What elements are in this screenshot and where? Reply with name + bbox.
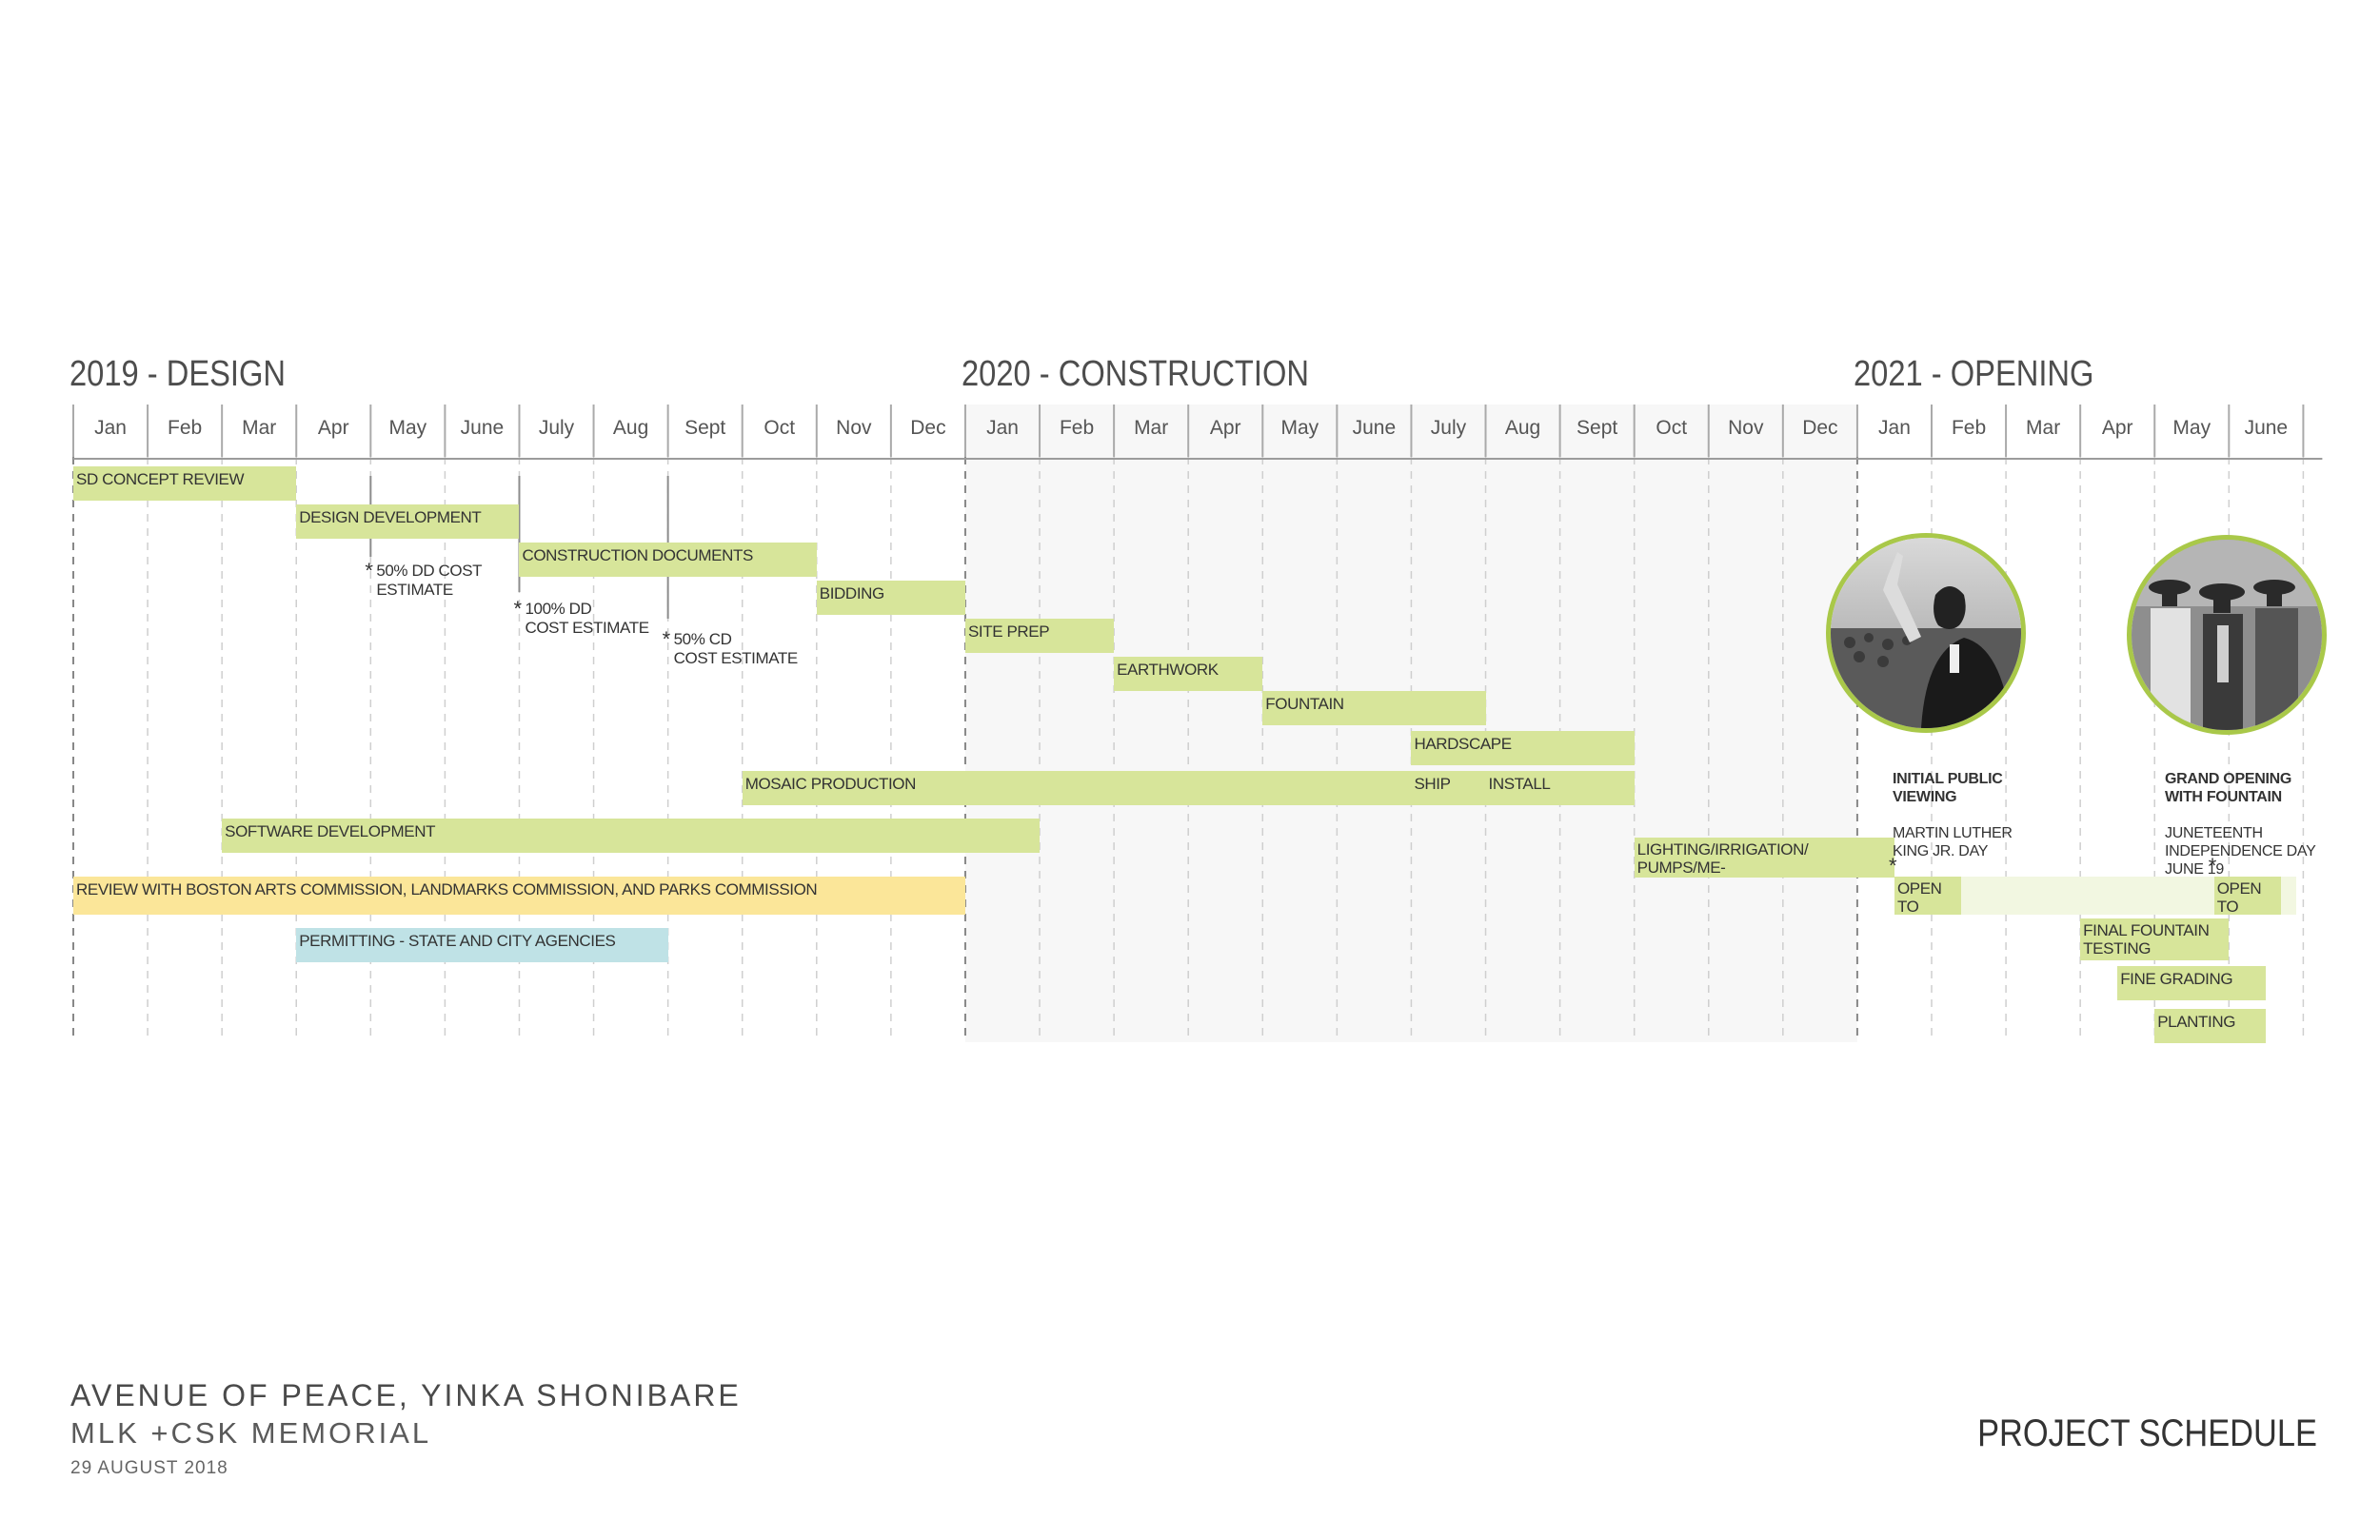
- month-label: Oct: [1656, 417, 1688, 439]
- task-bar: HARDSCAPE: [1411, 731, 1635, 765]
- timeline-grid: [72, 405, 2323, 1042]
- task-bar: MOSAIC PRODUCTION: [742, 771, 1412, 805]
- month-label: June: [460, 417, 505, 439]
- task-bar: OPEN TO PUBLIC: [2213, 877, 2281, 915]
- task-bar: LIGHTING/IRRIGATION/ PUMPS/ME- CHANICAL: [1634, 838, 1894, 878]
- task-bar: CONSTRUCTION DOCUMENTS: [519, 543, 817, 577]
- mlk-photo-icon: [1826, 533, 2026, 733]
- page-heading: PROJECT SCHEDULE: [1977, 1412, 2317, 1454]
- task-bar: BIDDING: [816, 581, 965, 615]
- month-label: Dec: [910, 417, 946, 439]
- milestone-star-icon: *: [2208, 854, 2217, 878]
- month-label: Aug: [1504, 417, 1541, 439]
- task-bar: PLANTING: [2154, 1009, 2267, 1043]
- month-label: Jan: [986, 417, 1019, 439]
- task-bar: SOFTWARE DEVELOPMENT: [222, 819, 1041, 853]
- month-label: Oct: [764, 417, 796, 439]
- milestone-star-icon: *: [662, 627, 671, 651]
- event-initial-public-viewing: INITIAL PUBLIC VIEWING MARTIN LUTHER KIN…: [1893, 752, 2013, 879]
- milestone-star-icon: *: [513, 597, 523, 621]
- task-bar: OPEN TO PUBLIC: [1894, 877, 1962, 915]
- event-detail: MARTIN LUTHER KING JR. DAY: [1893, 825, 2013, 859]
- month-label: Apr: [2101, 417, 2133, 439]
- year-label: 2019 - DESIGN: [69, 354, 287, 394]
- year-label: 2020 - CONSTRUCTION: [961, 354, 1309, 394]
- task-bar: FINAL FOUNTAIN TESTING: [2080, 918, 2230, 960]
- month-label: June: [2244, 417, 2289, 439]
- milestone-note: 50% DD COST ESTIMATE: [376, 562, 483, 599]
- month-label: Nov: [836, 417, 872, 439]
- event-title: INITIAL PUBLIC VIEWING: [1893, 771, 2003, 805]
- month-label: Apr: [317, 417, 349, 439]
- month-label: Mar: [1134, 417, 1169, 439]
- milestone-note: 50% CD COST ESTIMATE: [673, 630, 799, 667]
- event-detail: JUNETEENTH INDEPENDENCE DAY JUNE 19: [2165, 825, 2316, 878]
- month-label: Jan: [94, 417, 127, 439]
- month-label: May: [1280, 417, 1319, 439]
- month-label: Dec: [1802, 417, 1838, 439]
- project-gantt-chart: 2019 - DESIGN 2020 - CONSTRUCTION 2021 - O…: [69, 354, 2327, 1043]
- task-bar: DESIGN DEVELOPMENT: [296, 504, 520, 539]
- task-bar: SITE PREP: [964, 619, 1115, 653]
- month-label: Feb: [168, 417, 203, 439]
- month-label: Feb: [1951, 417, 1987, 439]
- month-label: July: [1430, 417, 1467, 439]
- month-label: May: [388, 417, 427, 439]
- task-bar: SHIP: [1411, 771, 1486, 805]
- month-label: Mar: [242, 417, 277, 439]
- document-date: 29 AUGUST 2018: [70, 1458, 228, 1478]
- month-label: July: [538, 417, 575, 439]
- milestone-note: 100% DD COST ESTIMATE: [525, 600, 649, 637]
- month-label: May: [2172, 417, 2211, 439]
- month-label: Nov: [1728, 417, 1764, 439]
- project-title: AVENUE OF PEACE, YINKA SHONIBARE: [70, 1378, 742, 1412]
- month-label: Apr: [1209, 417, 1241, 439]
- juneteenth-photo-icon: [2127, 535, 2327, 735]
- event-grand-opening: GRAND OPENING WITH FOUNTAIN JUNETEENTH I…: [2165, 752, 2316, 897]
- month-label: June: [1352, 417, 1397, 439]
- year-label: 2021 - OPENING: [1853, 354, 2094, 394]
- task-bar: FINE GRADING: [2117, 966, 2267, 1000]
- task-bar: REVIEW WITH BOSTON ARTS COMMISSION, LAND…: [73, 877, 965, 915]
- event-title: GRAND OPENING WITH FOUNTAIN: [2165, 771, 2291, 805]
- milestone-star-icon: *: [1888, 854, 1897, 878]
- milestone-star-icon: *: [365, 559, 373, 582]
- task-bar: FOUNTAIN: [1262, 691, 1486, 725]
- task-bar: PERMITTING - STATE AND CITY AGENCIES: [296, 928, 668, 962]
- task-bar: SD CONCEPT REVIEW: [73, 466, 297, 501]
- month-label: Feb: [1059, 417, 1095, 439]
- month-label: Jan: [1878, 417, 1911, 439]
- month-label: Mar: [2026, 417, 2061, 439]
- month-label: Sept: [684, 417, 726, 439]
- month-label: Aug: [612, 417, 649, 439]
- task-bar: EARTHWORK: [1114, 657, 1263, 691]
- task-bar: INSTALL: [1485, 771, 1635, 805]
- month-label: Sept: [1577, 417, 1618, 439]
- project-subtitle: MLK +CSK MEMORIAL: [70, 1416, 432, 1450]
